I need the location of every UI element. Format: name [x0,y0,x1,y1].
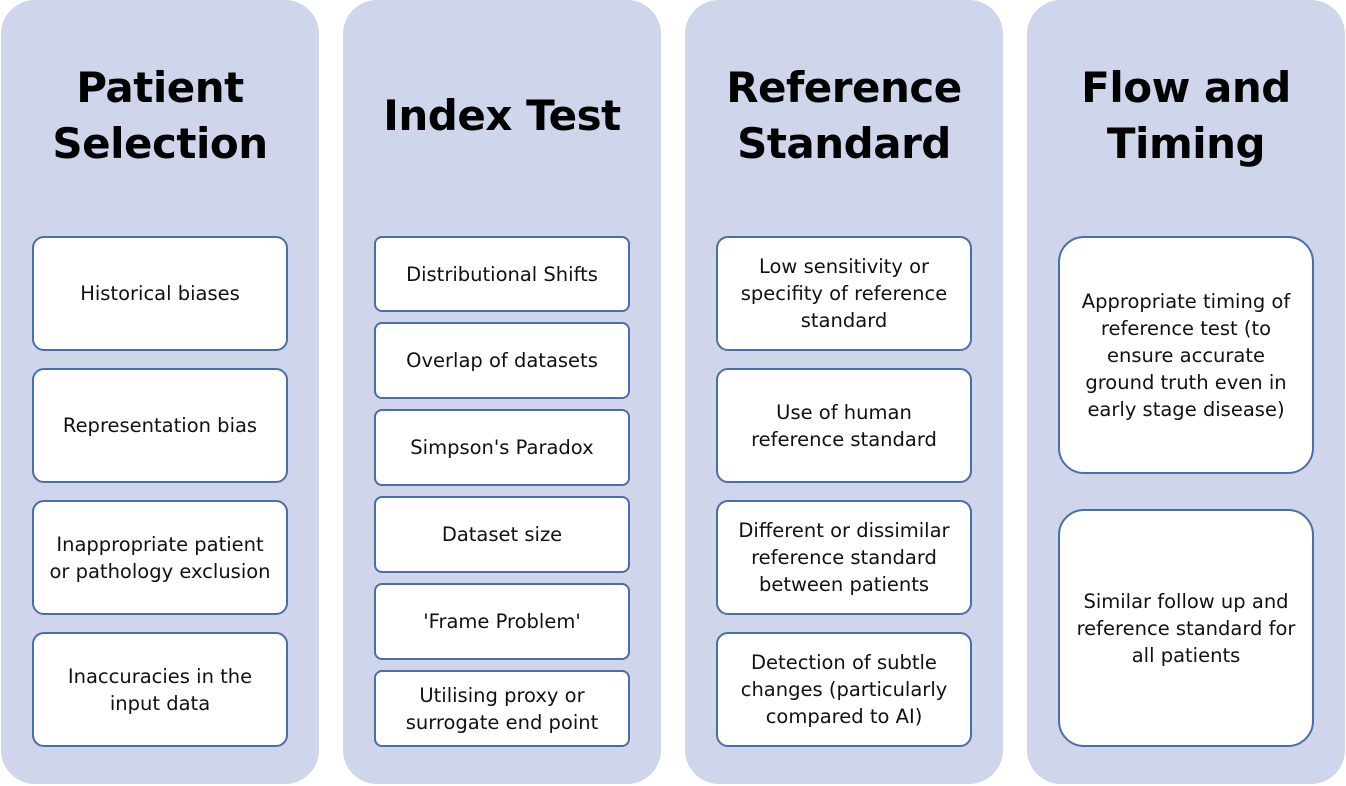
item-frame-problem: 'Frame Problem' [374,583,630,660]
item-appropriate-timing: Appropriate timing of reference test (to… [1058,236,1314,474]
column-title-index-test: Index Test [383,91,621,140]
item-human-reference-standard: Use of human reference standard [716,368,972,483]
column-title-flow-and-timing: Flow and Timing [1081,63,1291,168]
item-representation-bias: Representation bias [32,368,288,483]
column-reference-standard: Reference Standard Low sensitivity or sp… [685,0,1003,784]
column-index-test: Index Test Distributional Shifts Overlap… [343,0,661,784]
column-patient-selection: Patient Selection Historical biases Repr… [1,0,319,784]
item-proxy-end-point: Utilising proxy or surrogate end point [374,670,630,747]
item-different-reference-standard: Different or dissimilar reference standa… [716,500,972,615]
item-historical-biases: Historical biases [32,236,288,351]
item-subtle-changes: Detection of subtle changes (particularl… [716,632,972,747]
item-dataset-size: Dataset size [374,496,630,573]
column-title-patient-selection: Patient Selection [52,63,268,168]
item-input-data-inaccuracies: Inaccuracies in the input data [32,632,288,747]
item-distributional-shifts: Distributional Shifts [374,236,630,312]
column-flow-and-timing: Flow and Timing Appropriate timing of re… [1027,0,1345,784]
column-title-reference-standard: Reference Standard [726,63,962,168]
item-simpsons-paradox: Simpson's Paradox [374,409,630,486]
item-overlap-of-datasets: Overlap of datasets [374,322,630,399]
item-inappropriate-exclusion: Inappropriate patient or pathology exclu… [32,500,288,615]
item-low-sensitivity: Low sensitivity or specifity of referenc… [716,236,972,351]
item-similar-follow-up: Similar follow up and reference standard… [1058,509,1314,747]
